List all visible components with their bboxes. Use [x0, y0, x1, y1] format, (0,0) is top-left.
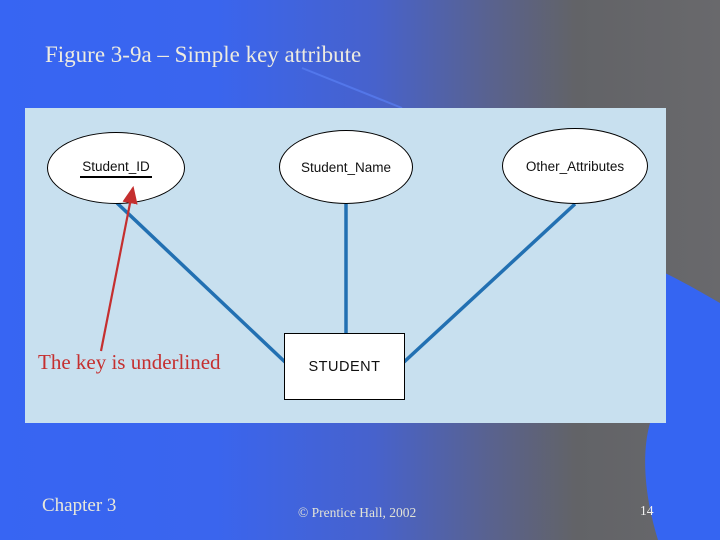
connector-student-id [115, 201, 287, 364]
key-pointer-arrow-line [99, 185, 138, 352]
key-annotation-text: The key is underlined [38, 350, 221, 374]
attribute-label-student-id: Student_ID [80, 159, 152, 178]
footer-chapter: Chapter 3 [42, 495, 117, 516]
attribute-ellipse-student-name: Student_Name [279, 130, 413, 204]
slide-page-number: 14 [640, 503, 654, 518]
attribute-label-student-name: Student_Name [300, 159, 392, 175]
attribute-ellipse-other-attributes: Other_Attributes [502, 128, 648, 204]
footer-copyright: © Prentice Hall, 2002 [298, 505, 417, 520]
accent-line [301, 67, 403, 109]
entity-label: STUDENT [308, 358, 381, 375]
attribute-ellipse-student-id: Student_ID [47, 132, 185, 204]
slide-title: Figure 3-9a – Simple key attribute [45, 42, 362, 67]
entity-box-student: STUDENT [284, 333, 405, 400]
attribute-label-other-attributes: Other_Attributes [525, 158, 625, 174]
connector-other-attributes [402, 202, 577, 364]
